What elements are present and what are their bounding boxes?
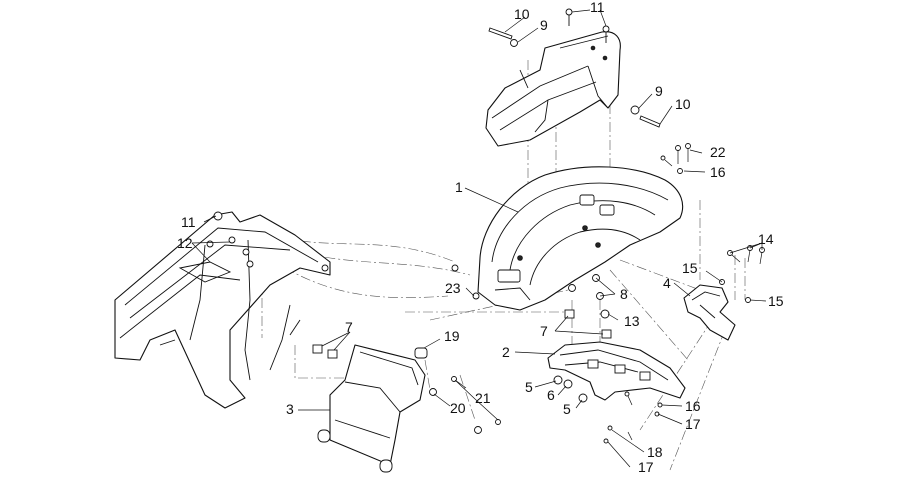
callout-11-top: 11 [590, 0, 605, 15]
callout-1: 1 [455, 179, 463, 195]
assembly-phantom-lines [261, 50, 746, 471]
callout-10-top: 10 [514, 6, 530, 22]
callout-8: 8 [620, 286, 628, 302]
callout-22: 22 [710, 144, 726, 160]
leader-lines [191, 9, 767, 468]
inner-mudguard [317, 344, 426, 473]
callout-5-lower: 5 [563, 401, 571, 417]
callout-3: 3 [286, 401, 294, 417]
callout-9-right: 9 [655, 83, 663, 99]
plate-holder [683, 284, 736, 341]
callout-21: 21 [475, 390, 491, 406]
callout-7-left: 7 [345, 319, 353, 335]
callout-5-left: 5 [525, 379, 533, 395]
callout-16-lower: 16 [685, 398, 701, 414]
lower-bracket [547, 341, 686, 401]
callout-15-right: 15 [768, 293, 784, 309]
callout-16-upper: 16 [710, 164, 726, 180]
callout-7-right: 7 [540, 323, 548, 339]
callout-19: 19 [444, 328, 460, 344]
callout-23: 23 [445, 280, 461, 296]
rear-fender [477, 166, 684, 311]
callout-14: 14 [758, 231, 774, 247]
callout-20: 20 [450, 400, 466, 416]
motorcycle-frame [114, 211, 331, 409]
callout-15-upper: 15 [682, 260, 698, 276]
callout-11-frame: 11 [181, 214, 196, 230]
callout-10-right: 10 [675, 96, 691, 112]
callout-12: 12 [177, 235, 193, 251]
callout-labels: 10 9 11 9 10 22 16 1 11 12 23 8 14 15 4 … [177, 0, 784, 475]
callout-2: 2 [502, 344, 510, 360]
callout-6: 6 [547, 387, 555, 403]
callout-18: 18 [647, 444, 663, 460]
callout-4: 4 [663, 275, 671, 291]
upper-rear-cover [485, 31, 621, 147]
callout-17-mid: 17 [685, 416, 701, 432]
callout-9-top: 9 [540, 17, 548, 33]
callout-13: 13 [624, 313, 640, 329]
callout-17-bottom: 17 [638, 459, 654, 475]
